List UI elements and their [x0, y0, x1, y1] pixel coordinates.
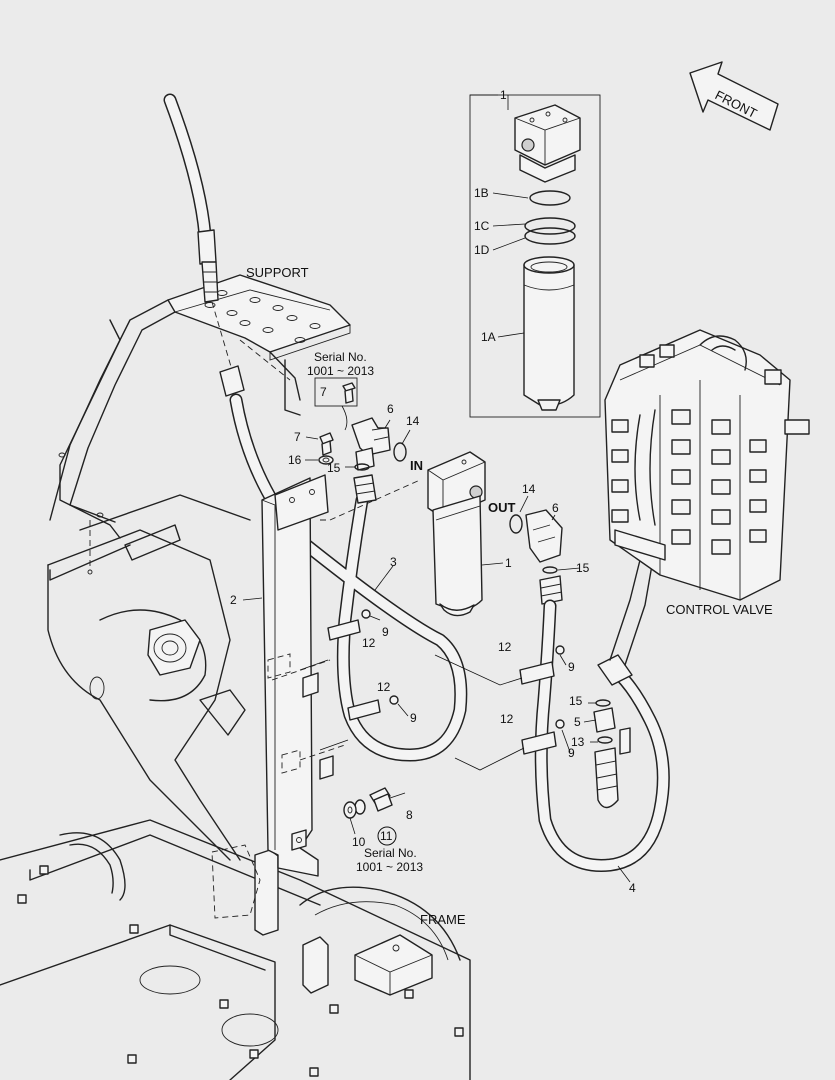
callout-15-out: 15: [576, 561, 590, 575]
upper-hose: [163, 93, 233, 371]
filter-assembly-1: [427, 451, 486, 617]
guide-lines: [271, 479, 421, 761]
hose-3: [219, 365, 468, 762]
callout-2: 2: [230, 593, 237, 607]
text-labels: SUPPORT Serial No. 1001 ~ 2013 IN OUT CO…: [246, 265, 773, 927]
front-arrow: FRONT: [689, 61, 779, 131]
callout-8: 8: [406, 808, 413, 822]
callout-7: 7: [294, 430, 301, 444]
callout-11-circle: [377, 826, 397, 846]
callout-15-valve: 15: [569, 694, 583, 708]
callout-12-c: 12: [498, 640, 512, 654]
callout-1C: 1C: [474, 219, 490, 233]
valve-spools: [611, 344, 810, 555]
out-label: OUT: [488, 500, 516, 515]
callout-9-d: 9: [568, 746, 575, 760]
callout-12-a: 12: [362, 636, 376, 650]
frame-label: FRAME: [420, 912, 466, 927]
serial-no-label-bottom: Serial No.: [364, 846, 417, 860]
mount-plate-2: [261, 474, 334, 877]
callout-1: 1: [505, 556, 512, 570]
callout-numbers: 1 1B 1C 1D 1A 1 2 3 4 5 6 6 7 7 8 9 9 9 …: [230, 88, 636, 895]
control-valve: [604, 329, 810, 601]
callout-1A: 1A: [481, 330, 496, 344]
callout-6-out: 6: [552, 501, 559, 515]
callout-1-box: 1: [500, 88, 507, 102]
callout-9-b: 9: [410, 711, 417, 725]
filter-detail-box: [469, 94, 601, 418]
control-valve-label: CONTROL VALVE: [666, 602, 773, 617]
leader-lines: [242, 95, 631, 883]
support-label: SUPPORT: [246, 265, 309, 280]
callout-16: 16: [288, 453, 302, 467]
callout-12-b: 12: [377, 680, 391, 694]
frame-structure: [0, 819, 471, 1080]
serial-range-label-bottom: 1001 ~ 2013: [356, 860, 423, 874]
callout-1B: 1B: [474, 186, 489, 200]
callout-4: 4: [629, 881, 636, 895]
clamps: [299, 609, 565, 771]
callout-1D: 1D: [474, 243, 490, 257]
callout-10: 10: [352, 835, 366, 849]
hose-out: [534, 559, 670, 872]
callout-13: 13: [571, 735, 585, 749]
callout-3: 3: [390, 555, 397, 569]
callout-14-out: 14: [522, 482, 536, 496]
serial-range-label-top: 1001 ~ 2013: [307, 364, 374, 378]
callout-15-in: 15: [327, 461, 341, 475]
callout-9-a: 9: [382, 625, 389, 639]
callout-9-c: 9: [568, 660, 575, 674]
callout-14-in: 14: [406, 414, 420, 428]
serial-no-label-top: Serial No.: [314, 350, 367, 364]
callout-11: 11: [380, 829, 393, 843]
callout-5: 5: [574, 715, 581, 729]
in-label: IN: [410, 458, 423, 473]
callout-6-top: 6: [387, 402, 394, 416]
bolt-8-assembly: [343, 787, 393, 819]
callout-7-box: 7: [320, 385, 327, 399]
fittings: [314, 377, 563, 574]
machine-body: [47, 494, 251, 901]
callout-12-d: 12: [500, 712, 514, 726]
